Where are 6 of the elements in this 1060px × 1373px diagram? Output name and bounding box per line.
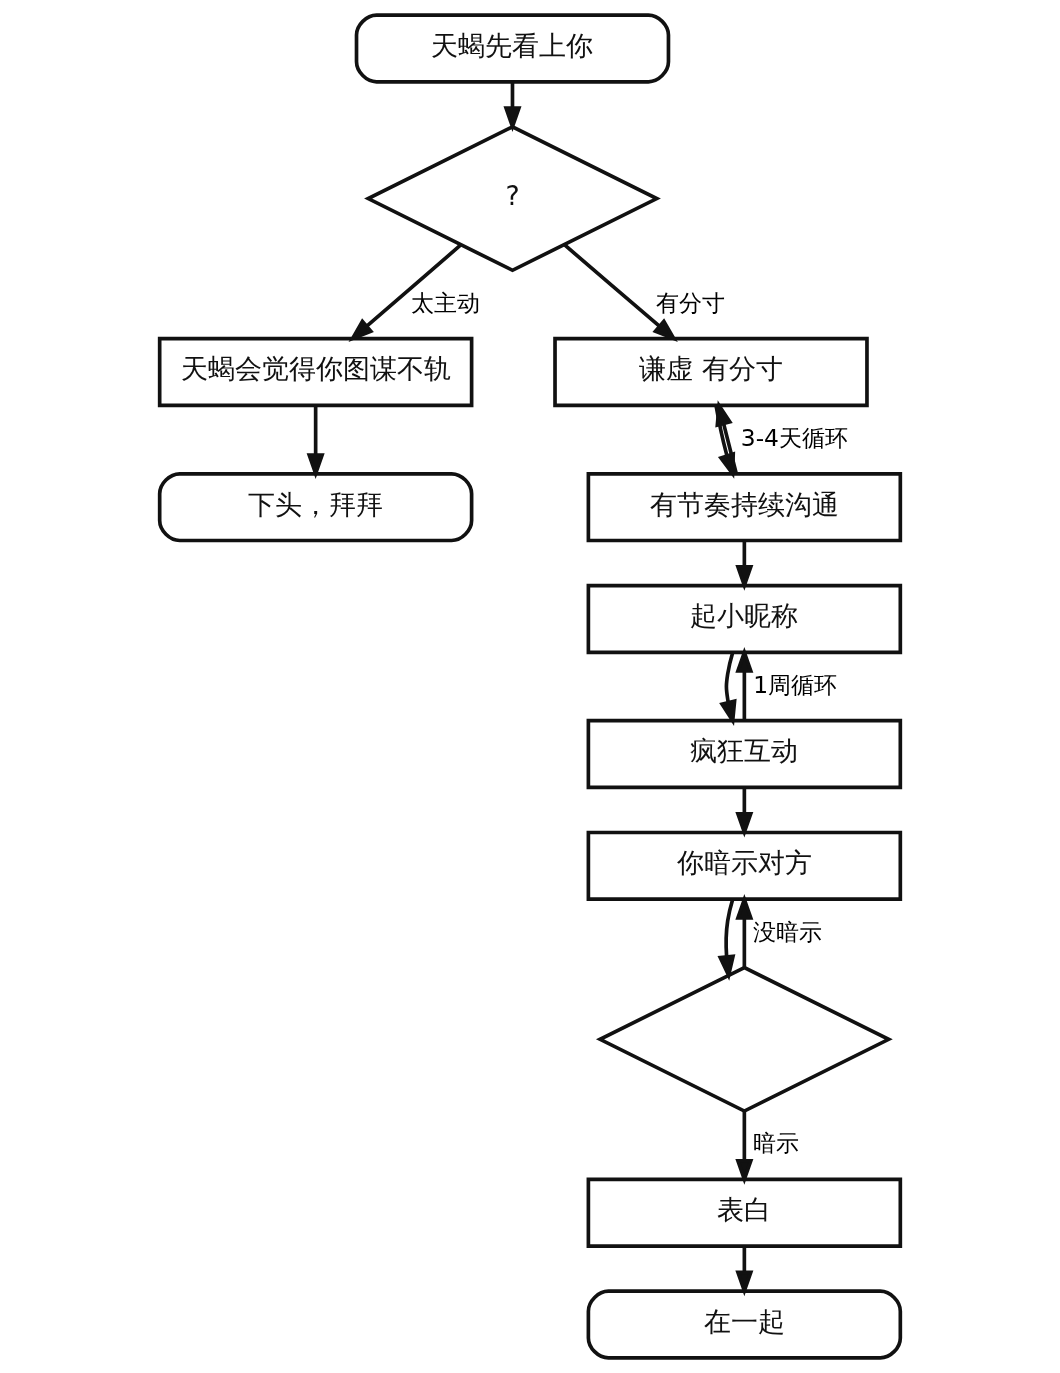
- edge-label: 3-4天循环: [740, 423, 848, 452]
- edge-label: 太主动: [411, 288, 481, 317]
- edge-label: 没暗示: [753, 917, 823, 946]
- edge-label: 1周循环: [753, 670, 838, 699]
- edge-label: 有分寸: [656, 288, 726, 317]
- edge-label: 暗示: [753, 1129, 800, 1158]
